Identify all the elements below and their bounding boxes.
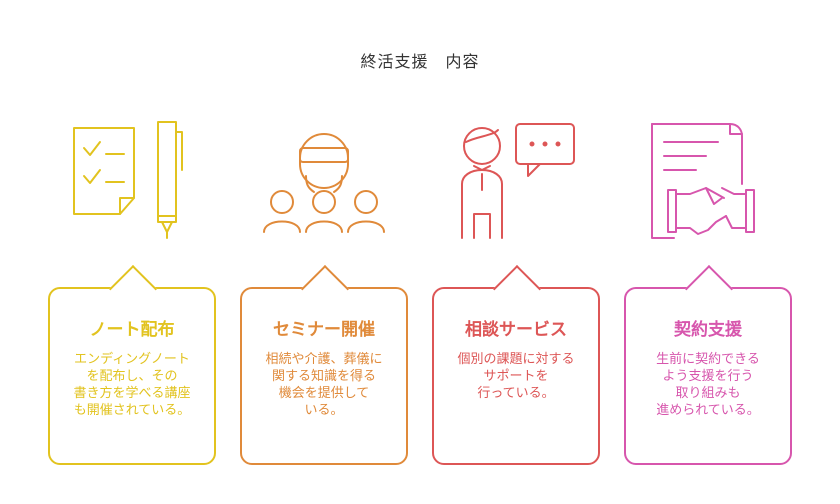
card-description-text: 個別の課題に対する サポートを 行っている。 (457, 352, 575, 401)
card-title: 相談サービス (465, 320, 567, 340)
page-title: 終活支援 内容 (360, 52, 480, 71)
card-pointer (684, 264, 734, 314)
card-description: 個別の課題に対する サポートを 行っている。 (442, 351, 590, 402)
card-description: エンディングノート を配布し、その 書き方を学べる講座 も開催されている。 (58, 351, 206, 419)
consultation-speech-icon (461, 123, 575, 239)
card-pointer (108, 264, 158, 314)
card-title: セミナー開催 (273, 320, 375, 340)
contract-handshake-icon (651, 123, 755, 239)
card-title: 契約支援 (674, 320, 742, 340)
card-contract-support: 契約支援 生前に契約できる よう支援を行う 取り組みも 進められている。 (624, 264, 792, 465)
card-description-text: エンディングノート を配布し、その 書き方を学べる講座 も開催されている。 (73, 352, 191, 418)
card-consultation: 相談サービス 個別の課題に対する サポートを 行っている。 (432, 264, 600, 465)
card-pointer (300, 264, 350, 314)
card-title: ノート配布 (89, 320, 175, 340)
checklist-pen-icon (73, 121, 183, 239)
card-description-text: 生前に契約できる よう支援を行う 取り組みも 進められている。 (656, 352, 760, 418)
card-description: 相続や介護、葬儀に 関する知識を得る 機会を提供して いる。 (250, 351, 398, 419)
seminar-audience-icon (263, 133, 385, 233)
card-pointer (492, 264, 542, 314)
card-seminar: セミナー開催 相続や介護、葬儀に 関する知識を得る 機会を提供して いる。 (240, 264, 408, 465)
card-note-distribution: ノート配布 エンディングノート を配布し、その 書き方を学べる講座 も開催されて… (48, 264, 216, 465)
card-description-text: 相続や介護、葬儀に 関する知識を得る 機会を提供して いる。 (265, 352, 383, 418)
card-description: 生前に契約できる よう支援を行う 取り組みも 進められている。 (634, 351, 782, 419)
